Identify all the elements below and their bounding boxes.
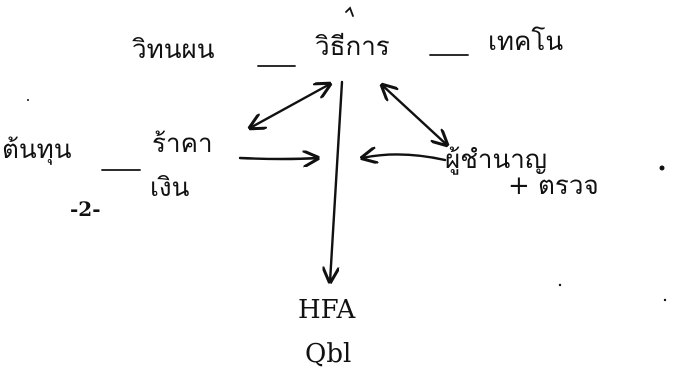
label-top-right: เทคโน xyxy=(488,26,563,57)
label-bottom-1: HFA xyxy=(298,295,356,325)
arrow-center-right xyxy=(382,85,447,145)
speck xyxy=(27,99,29,101)
label-right-lower: + ตรวจ xyxy=(508,171,599,201)
label-center-top: วิธีการ xyxy=(315,32,390,62)
arrow-left-to-center xyxy=(238,158,318,159)
arrow-center-left xyxy=(250,84,330,128)
label-left-lower: เงิน xyxy=(150,173,190,203)
arrow-right-to-center xyxy=(362,154,447,160)
arrow-center-down xyxy=(330,80,344,282)
label-left-mid: ร้าคา xyxy=(152,129,213,159)
speck xyxy=(558,283,562,287)
label-bottom-2: Qbl xyxy=(305,339,351,369)
label-right-mid: ผู้ชำนาญ xyxy=(445,145,547,175)
label-far-left: ต้นทุน xyxy=(2,135,72,165)
tone-mark xyxy=(345,6,354,17)
speck xyxy=(663,298,667,302)
label-top-left: วิทนผน xyxy=(132,35,215,65)
dot-right xyxy=(659,165,665,171)
page-number: -2- xyxy=(70,197,101,221)
